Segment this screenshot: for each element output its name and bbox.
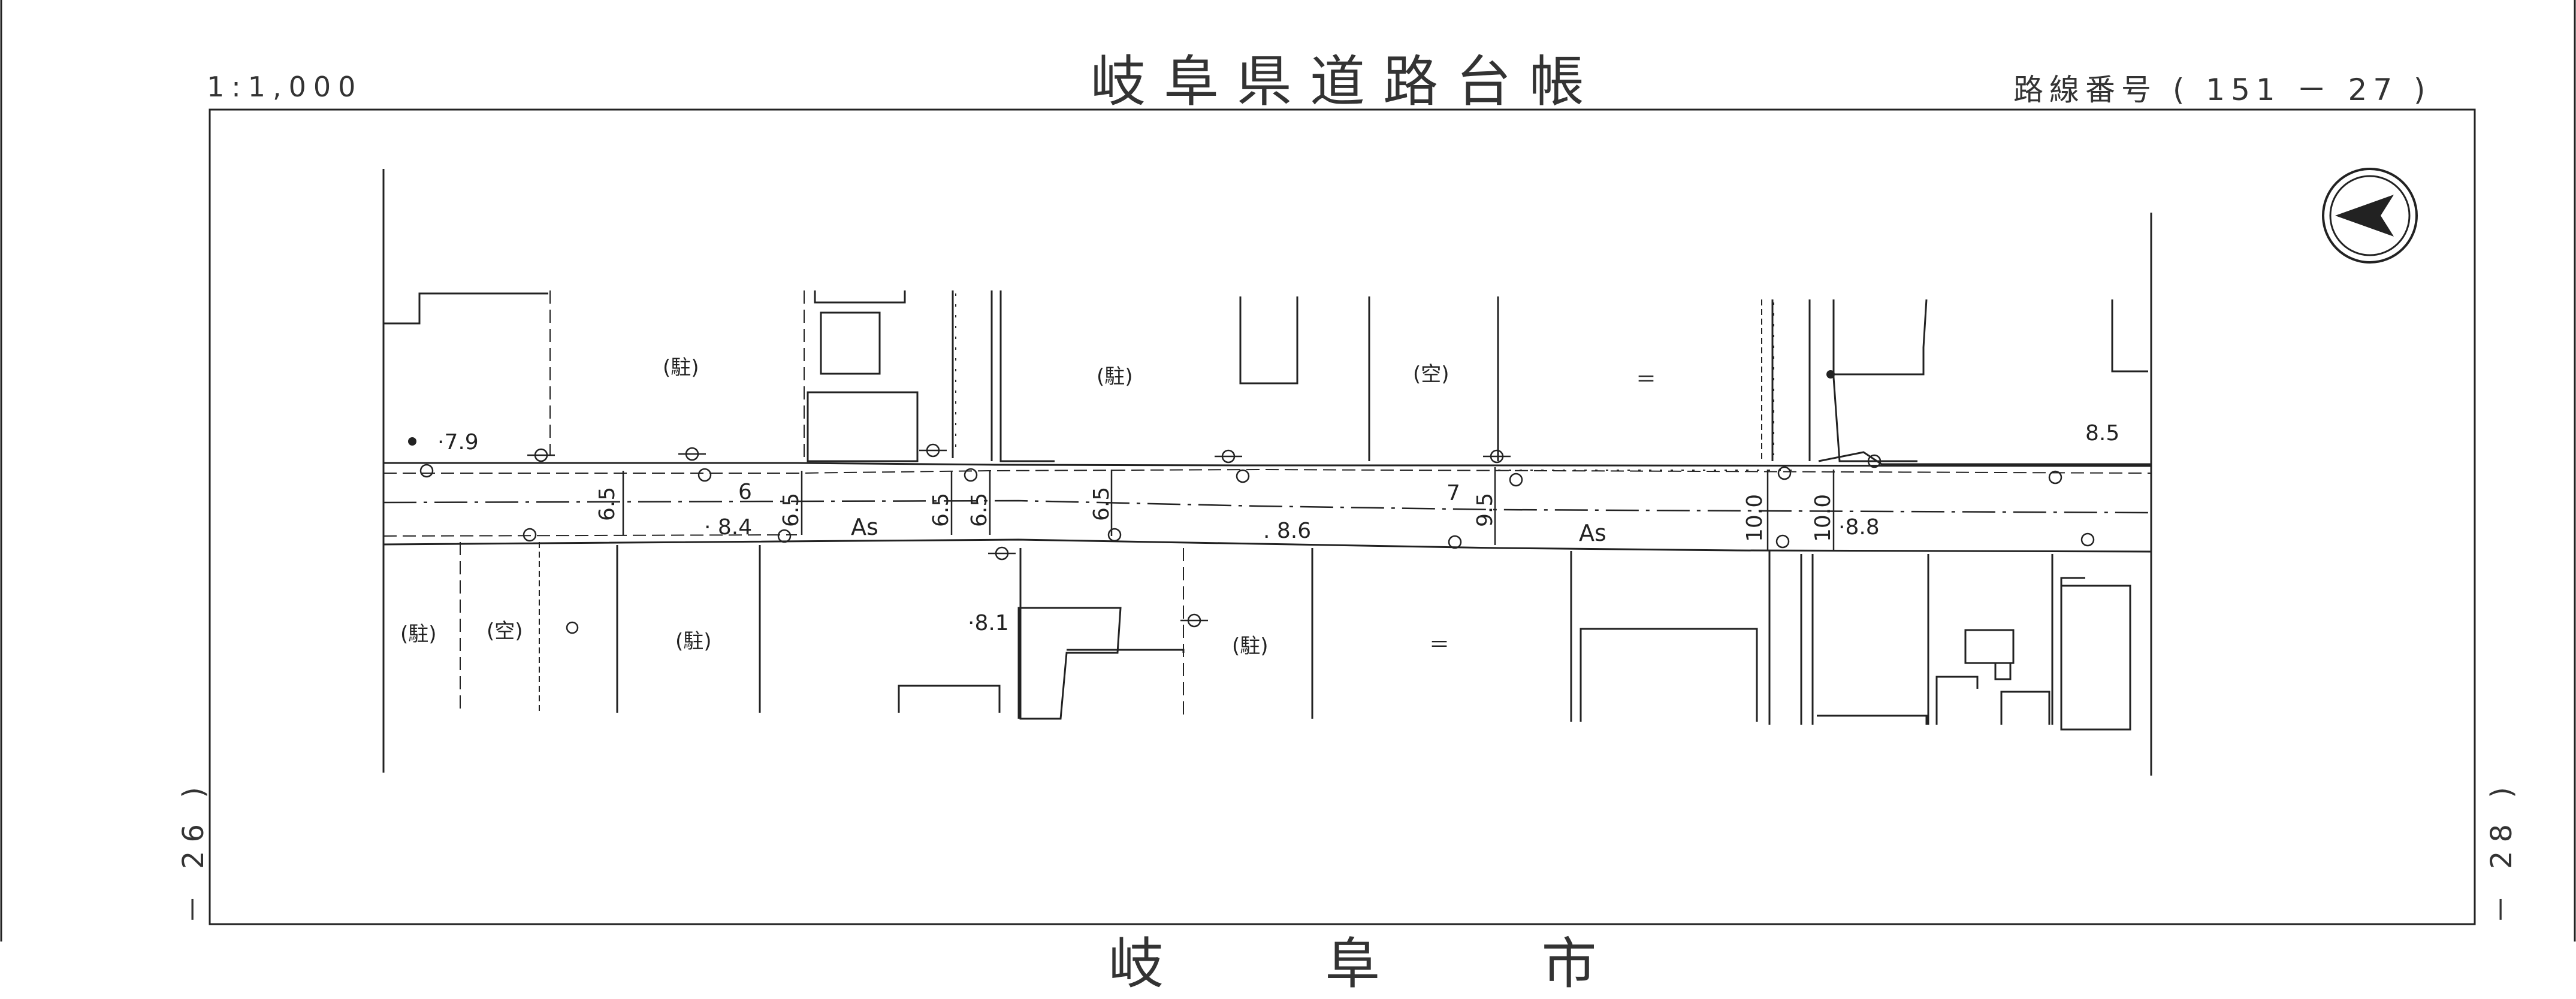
road-ledger-map: (駐) (駐) (空) (駐) (空) (駐) (駐) ＝ ＝ As As ·7… (0, 0, 2576, 942)
elevation-label: 8.5 (2085, 421, 2119, 446)
parcel-label-vacant: (空) (487, 619, 523, 643)
road-centerline (383, 500, 2152, 514)
road-width-label: 10.0 (1743, 494, 1767, 542)
road-edges (383, 462, 2152, 553)
sheet-frame (0, 0, 2576, 942)
manhole-icon (408, 370, 1835, 446)
parcel-label-parking: (駐) (1097, 365, 1133, 389)
parcel-label-parking: (駐) (663, 356, 699, 380)
road-width-label: 6 (738, 480, 752, 504)
surface-label-asphalt: As (851, 514, 878, 540)
elevation-label: · 8.4 (704, 515, 752, 540)
surface-label-asphalt: As (1579, 520, 1606, 546)
buildings-and-parcels (383, 290, 2151, 731)
elevation-label: . 8.6 (1263, 519, 1311, 543)
road-width-label: 9.5 (1473, 493, 1497, 527)
road-width-label: 6.5 (929, 493, 953, 527)
road-width-label: 7 (1446, 481, 1460, 505)
north-arrow-icon (2322, 168, 2418, 264)
elevation-label: ·8.1 (968, 611, 1009, 635)
parcel-label-parking: (駐) (675, 629, 712, 653)
map-extent-lines (382, 169, 2152, 776)
utility-pole-icon (527, 443, 1888, 634)
route-number: 路線番号 ( 151 － 27 ) (2013, 72, 2432, 107)
parcel-label-parking: (駐) (1232, 634, 1269, 658)
parcel-label-vacant: (空) (1413, 362, 1449, 386)
elevation-label: ·8.8 (1838, 515, 1880, 540)
page-title: 岐阜県道路台帳 (1091, 50, 1603, 114)
road-width-label: 6.5 (595, 487, 620, 521)
map-scale: 1:1,000 (207, 71, 363, 103)
road-width-label: 6.5 (967, 493, 992, 527)
width-dimension-lines (622, 467, 1835, 550)
parcel-label-field: ＝ (1636, 368, 1656, 392)
telephone-pole-icon (419, 464, 2095, 549)
parcel-label-field: ＝ (1429, 633, 1449, 657)
fence-lines (617, 293, 2053, 722)
road-width-label: 6.5 (779, 493, 804, 527)
elevation-label: ·7.9 (437, 430, 479, 455)
road-width-label: 10.0 (1811, 494, 1835, 542)
road-width-label: 6.5 (1089, 487, 1114, 521)
parcel-label-parking: (駐) (400, 622, 437, 646)
